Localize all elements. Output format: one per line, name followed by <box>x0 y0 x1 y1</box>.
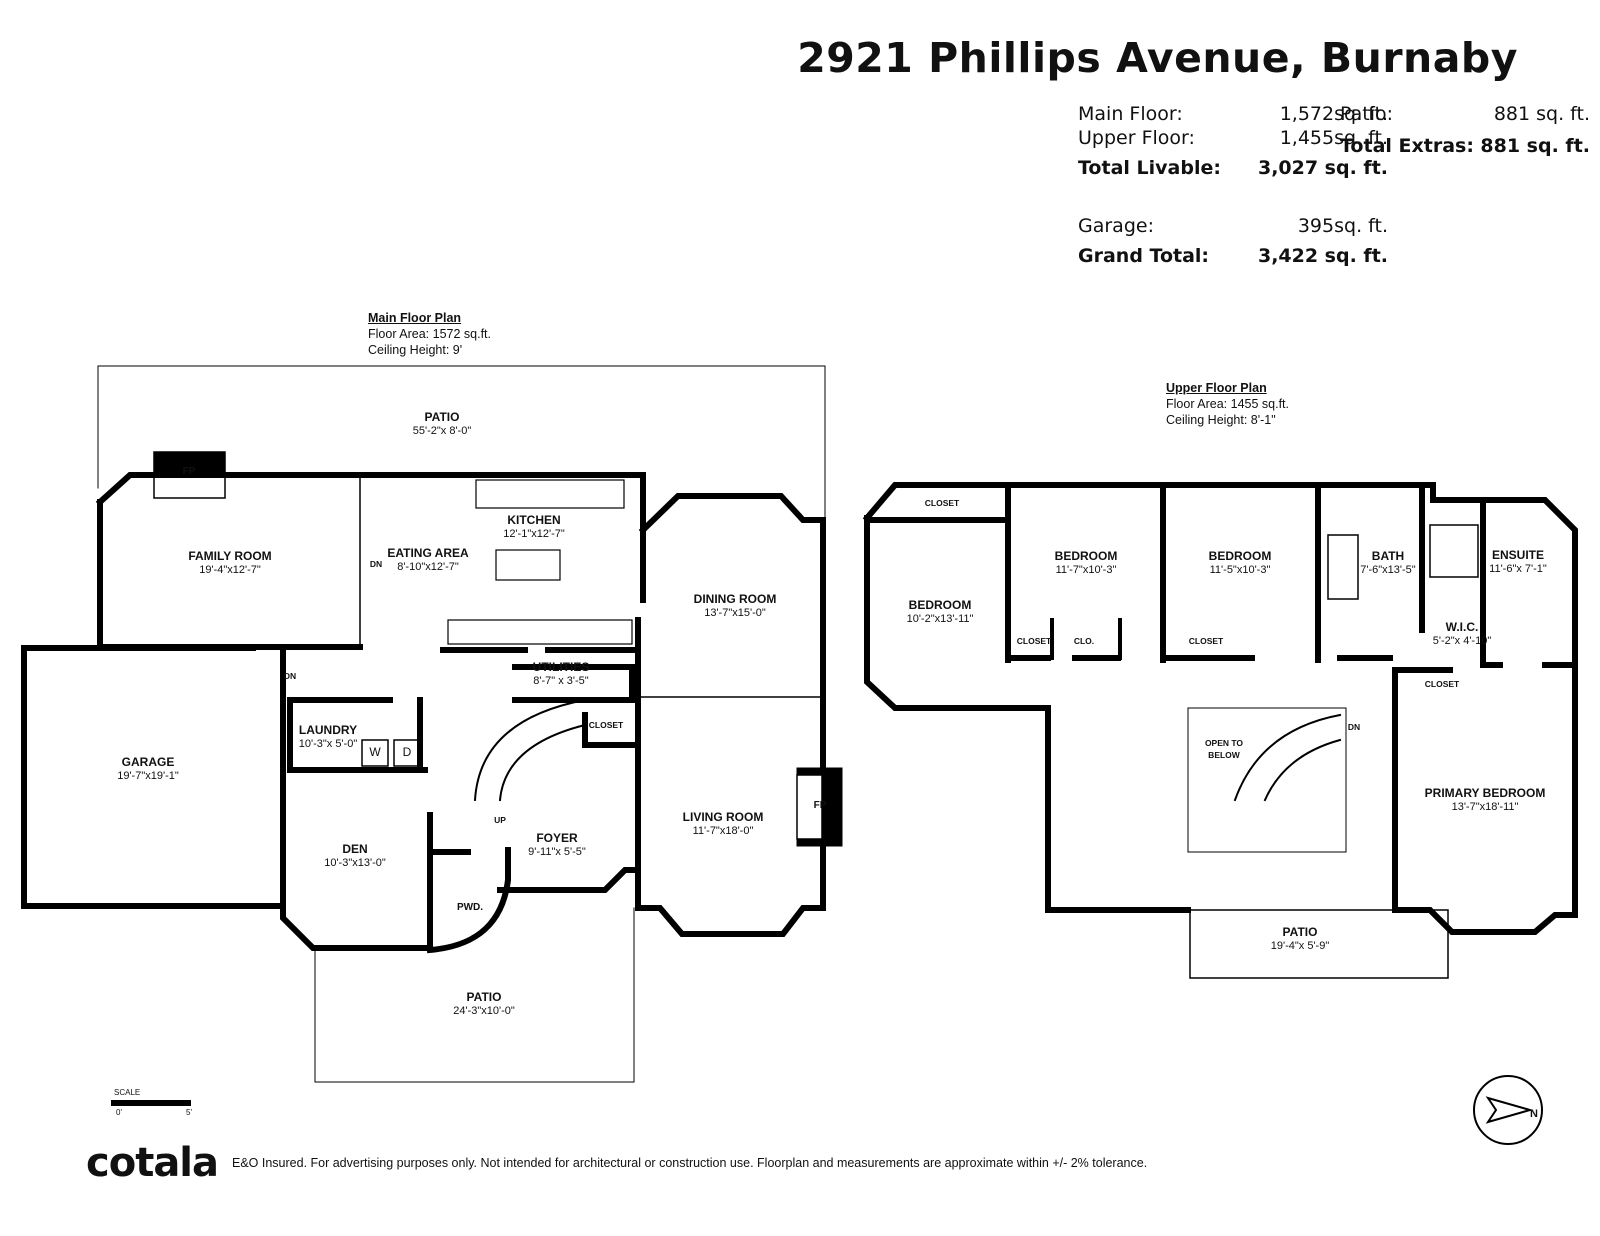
patio-label: Patio: <box>1340 103 1394 125</box>
label-upper-closet-4: CLOSET <box>1424 679 1460 689</box>
label-fp-family: FP <box>182 466 196 477</box>
open-to-below-area <box>1187 707 1347 853</box>
front-patio-outline <box>314 907 635 1083</box>
room-wic: W.I.C.5'-2"x 4'-10" <box>1432 620 1492 647</box>
compass-circle <box>1473 1075 1543 1145</box>
label-upper-closet-3: CLOSET <box>1188 636 1224 646</box>
scale-label: SCALE <box>114 1088 141 1097</box>
powder-room-wall <box>426 847 511 954</box>
upper-floor-heading: Upper Floor Plan Floor Area: 1455 sq.ft.… <box>1166 381 1289 427</box>
main-floor-value: 1,572sq. ft. <box>1279 103 1388 125</box>
grand-total-label: Grand Total: <box>1078 245 1210 267</box>
label-up: UP <box>494 815 506 825</box>
label-dn-garage: DN <box>283 671 297 681</box>
label-fp-living: FP <box>813 800 827 811</box>
footer-disclaimer: E&O Insured. For advertising purposes on… <box>232 1156 1148 1170</box>
compass-arrow <box>1485 1096 1534 1124</box>
kitchen-island <box>495 549 561 581</box>
upper-floor-label: Upper Floor: <box>1078 127 1195 149</box>
main-floor-label: Main Floor: <box>1078 103 1183 125</box>
label-pwd: PWD. <box>456 902 484 913</box>
grand-total-value: 3,422 sq. ft. <box>1257 245 1388 267</box>
label-upper-clo: CLO. <box>1073 636 1095 646</box>
property-title: 2921 Phillips Avenue, Burnaby <box>797 34 1518 82</box>
upper-stairs <box>1233 713 1342 802</box>
scale-five: 5' <box>186 1108 192 1117</box>
label-main-closet: CLOSET <box>588 720 624 730</box>
main-floor-heading: Main Floor Plan Floor Area: 1572 sq.ft. … <box>368 311 491 357</box>
label-upper-closet-2: CLOSET <box>1016 636 1052 646</box>
total-livable-label: Total Livable: <box>1078 157 1221 179</box>
total-livable-value: 3,027 sq. ft. <box>1257 157 1388 179</box>
label-washer: W <box>369 745 381 759</box>
den-wall <box>280 767 433 951</box>
upper-floor-value: 1,455sq. ft. <box>1279 127 1388 149</box>
label-below: BELOW <box>1208 750 1240 760</box>
cotala-logo: cotala <box>86 1140 219 1186</box>
rear-patio-outline <box>97 365 826 523</box>
main-top-wall <box>95 472 646 525</box>
label-open-to: OPEN TO <box>1204 738 1244 748</box>
label-upper-closet-1: CLOSET <box>924 498 960 508</box>
main-stairs <box>473 698 587 802</box>
patio-value: 881 sq. ft. <box>1493 103 1590 125</box>
label-upper-dn: DN <box>1347 722 1361 732</box>
dining-bay-wall <box>635 493 826 937</box>
total-extras-label: Total Extras: <box>1340 135 1474 157</box>
compass-north-label: N <box>1530 1108 1538 1120</box>
scale-zero: 0' <box>116 1108 122 1117</box>
label-dryer: D <box>402 745 412 759</box>
garage-label: Garage: <box>1078 215 1154 237</box>
label-dn-eating: DN <box>369 559 383 569</box>
garage-value: 395sq. ft. <box>1297 215 1388 237</box>
upper-patio-outline <box>1189 909 1449 979</box>
total-extras-value: 881 sq. ft. <box>1480 135 1590 157</box>
